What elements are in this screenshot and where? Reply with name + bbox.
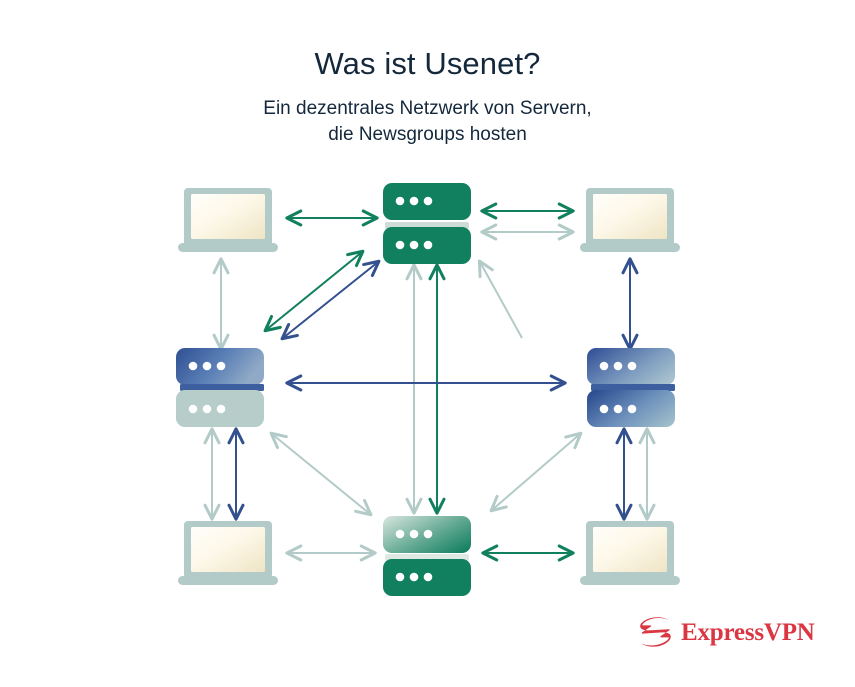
header: Was ist Usenet? Ein dezentrales Netzwerk… (0, 0, 855, 149)
node-laptop-bottom-left[interactable] (178, 521, 278, 585)
node-laptop-top-right[interactable] (580, 188, 680, 252)
node-server-top-center[interactable] (383, 183, 471, 264)
connection-server-middle-left-to-server-top-center-green (263, 249, 365, 333)
expressvpn-logo-mark (640, 617, 671, 647)
page-subtitle-line-2: die Newsgroups hosten (328, 124, 527, 146)
expressvpn-logo[interactable]: ExpressVPN (638, 612, 815, 652)
page-subtitle-line-1: Ein dezentrales Netzwerk von Servern, (263, 98, 592, 120)
node-laptop-bottom-right[interactable] (580, 521, 680, 585)
connection-server-middle-right-to-server-bottom-center-sage (489, 431, 583, 513)
node-server-middle-left[interactable] (176, 348, 264, 427)
page-title: Was ist Usenet? (314, 46, 541, 81)
expressvpn-logo-text: ExpressVPN (681, 618, 815, 646)
node-server-middle-right[interactable] (587, 348, 675, 427)
connection-server-middle-right-to-server-top-center-sage (477, 259, 523, 339)
node-laptop-top-left[interactable] (178, 188, 278, 252)
connection-arrows (203, 202, 656, 562)
node-server-bottom-center[interactable] (383, 516, 471, 596)
connection-server-middle-left-to-server-top-center-navy (280, 259, 381, 341)
connection-server-middle-left-to-server-bottom-center-sage (269, 431, 373, 517)
page-subtitle: Ein dezentrales Netzwerk von Servern, di… (0, 82, 855, 148)
